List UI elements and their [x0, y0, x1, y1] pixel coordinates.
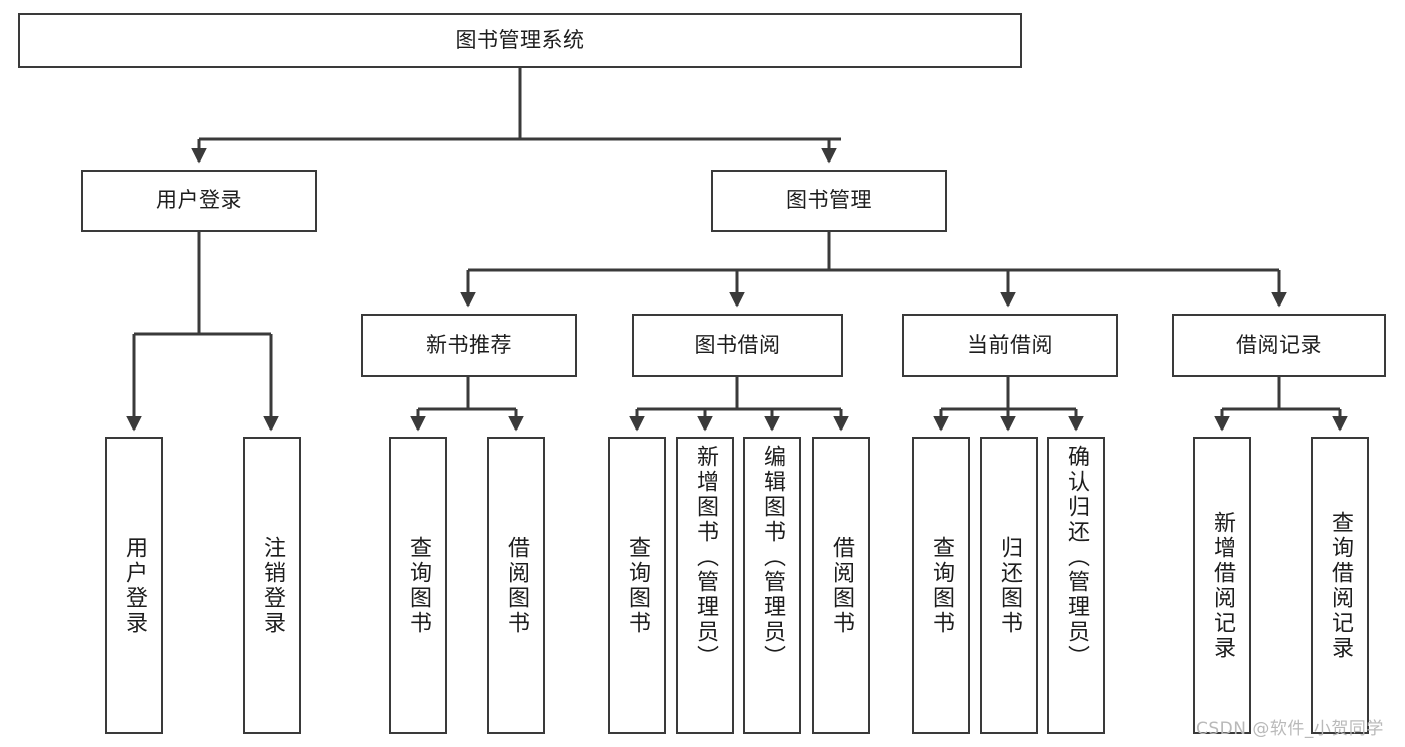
node-new-book-recommend[interactable]: 新书推荐 [361, 314, 577, 377]
node-label-book-management: 图书管理 [786, 188, 872, 213]
leaf-label-query-book-current: 查询图书 [929, 535, 954, 636]
node-book-management[interactable]: 图书管理 [711, 170, 947, 232]
leaf-label-query-borrow-record: 查询借阅记录 [1328, 510, 1353, 661]
leaf-label-confirm-return-admin: 确认归还（管理员） [1064, 445, 1089, 670]
node-label-book-borrow: 图书借阅 [694, 332, 781, 357]
node-borrow-record[interactable]: 借阅记录 [1172, 314, 1386, 377]
leaf-label-query-book-recommend: 查询图书 [406, 535, 431, 636]
leaf-borrow-book-recommend[interactable]: 借阅图书 [487, 437, 545, 734]
node-label-borrow-record: 借阅记录 [1236, 332, 1322, 357]
leaf-query-borrow-record[interactable]: 查询借阅记录 [1311, 437, 1369, 734]
node-label-new-book-recommend: 新书推荐 [426, 332, 512, 357]
leaf-add-borrow-record[interactable]: 新增借阅记录 [1193, 437, 1251, 734]
node-book-borrow[interactable]: 图书借阅 [632, 314, 843, 377]
leaf-query-book-current[interactable]: 查询图书 [912, 437, 970, 734]
leaf-logout[interactable]: 注销登录 [243, 437, 301, 734]
leaf-borrow-book-action[interactable]: 借阅图书 [812, 437, 870, 734]
leaf-label-add-book-admin: 新增图书（管理员） [693, 445, 718, 670]
leaf-label-add-borrow-record: 新增借阅记录 [1210, 510, 1235, 661]
leaf-label-borrow-book-action: 借阅图书 [829, 535, 854, 636]
node-root-system[interactable]: 图书管理系统 [18, 13, 1022, 68]
node-label-user-login: 用户登录 [156, 188, 242, 213]
leaf-return-book[interactable]: 归还图书 [980, 437, 1038, 734]
node-user-login[interactable]: 用户登录 [81, 170, 317, 232]
leaf-label-edit-book-admin: 编辑图书（管理员） [760, 445, 785, 670]
leaf-label-logout: 注销登录 [260, 535, 285, 636]
leaf-query-book-recommend[interactable]: 查询图书 [389, 437, 447, 734]
leaf-label-user-login: 用户登录 [122, 535, 147, 636]
node-label-current-borrow: 当前借阅 [967, 332, 1053, 357]
leaf-label-return-book: 归还图书 [997, 535, 1022, 636]
leaf-query-book-borrow[interactable]: 查询图书 [608, 437, 666, 734]
node-current-borrow[interactable]: 当前借阅 [902, 314, 1118, 377]
leaf-confirm-return-admin[interactable]: 确认归还（管理员） [1047, 437, 1105, 734]
csdn-watermark: CSDN @软件_小贺同学 [1196, 719, 1384, 739]
leaf-label-borrow-book-recommend: 借阅图书 [504, 535, 529, 636]
leaf-edit-book-admin[interactable]: 编辑图书（管理员） [743, 437, 801, 734]
leaf-label-query-book-borrow: 查询图书 [625, 535, 650, 636]
node-label-root: 图书管理系统 [455, 27, 585, 52]
leaf-user-login[interactable]: 用户登录 [105, 437, 163, 734]
leaf-add-book-admin[interactable]: 新增图书（管理员） [676, 437, 734, 734]
